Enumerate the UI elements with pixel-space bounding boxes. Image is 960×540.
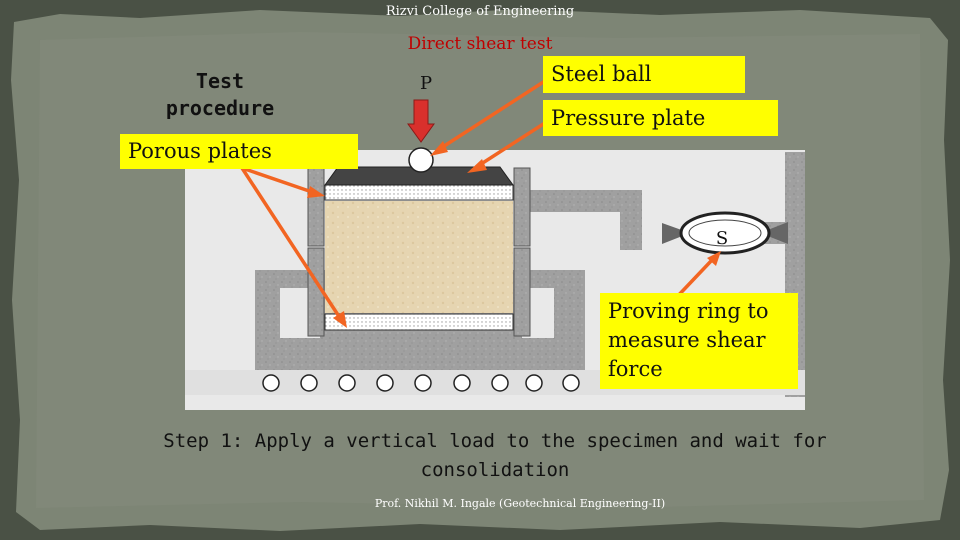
left-wall-upper xyxy=(307,167,325,247)
arrow-porous-bottom xyxy=(240,167,342,319)
proving-ring-right-triangle xyxy=(760,222,788,244)
porous-plate-bottom xyxy=(324,313,514,331)
roller xyxy=(338,374,356,392)
roller xyxy=(562,374,580,392)
roller xyxy=(453,374,471,392)
proving-ring-symbol: S xyxy=(716,228,728,249)
porous-plate-top xyxy=(324,184,514,201)
rollers xyxy=(262,374,580,392)
section-heading-line1: Test xyxy=(195,69,245,93)
arrow-steel-ball-head xyxy=(430,141,448,156)
roller xyxy=(376,374,394,392)
proving-ring-inner xyxy=(688,219,762,247)
label-porous-plates: Porous plates xyxy=(120,134,358,169)
roller xyxy=(525,374,543,392)
arrow-pressure-plate-head xyxy=(467,159,487,173)
arrow-pressure-plate xyxy=(477,119,549,168)
label-pressure-plate: Pressure plate xyxy=(543,100,778,136)
slide-title: Direct shear test xyxy=(407,34,553,54)
step-text: Step 1: Apply a vertical load to the spe… xyxy=(163,430,827,481)
label-proving-ring: Proving ring to measure shear force xyxy=(600,293,798,389)
footer-text: Prof. Nikhil M. Ingale (Geotechnical Eng… xyxy=(374,497,666,510)
arrow-porous-top xyxy=(241,166,313,194)
steel-ball xyxy=(408,147,434,173)
pointer-arrows xyxy=(240,77,721,328)
arrow-proving-ring-head xyxy=(707,251,721,266)
header-text: Rizvi College of Engineering xyxy=(385,4,575,19)
section-heading-line2: procedure xyxy=(165,96,275,120)
pressure-plate xyxy=(324,166,514,186)
load-symbol: P xyxy=(420,73,432,94)
label-steel-ball: Steel ball xyxy=(543,56,745,93)
proving-ring-left-triangle xyxy=(662,223,690,244)
roller xyxy=(262,374,280,392)
arrow-porous-bottom-head xyxy=(333,311,347,328)
roller xyxy=(491,374,509,392)
right-wall-lower xyxy=(513,247,531,337)
soil-specimen xyxy=(325,201,513,313)
top-arm xyxy=(530,190,640,212)
roller xyxy=(300,374,318,392)
arrow-porous-top-head xyxy=(307,186,325,198)
right-wall-upper xyxy=(513,167,531,247)
arm-drop xyxy=(620,190,642,250)
roller xyxy=(414,374,432,392)
arrow-steel-ball xyxy=(437,77,549,152)
section-heading: Test procedure xyxy=(120,68,320,122)
load-arrow-icon xyxy=(407,99,435,143)
